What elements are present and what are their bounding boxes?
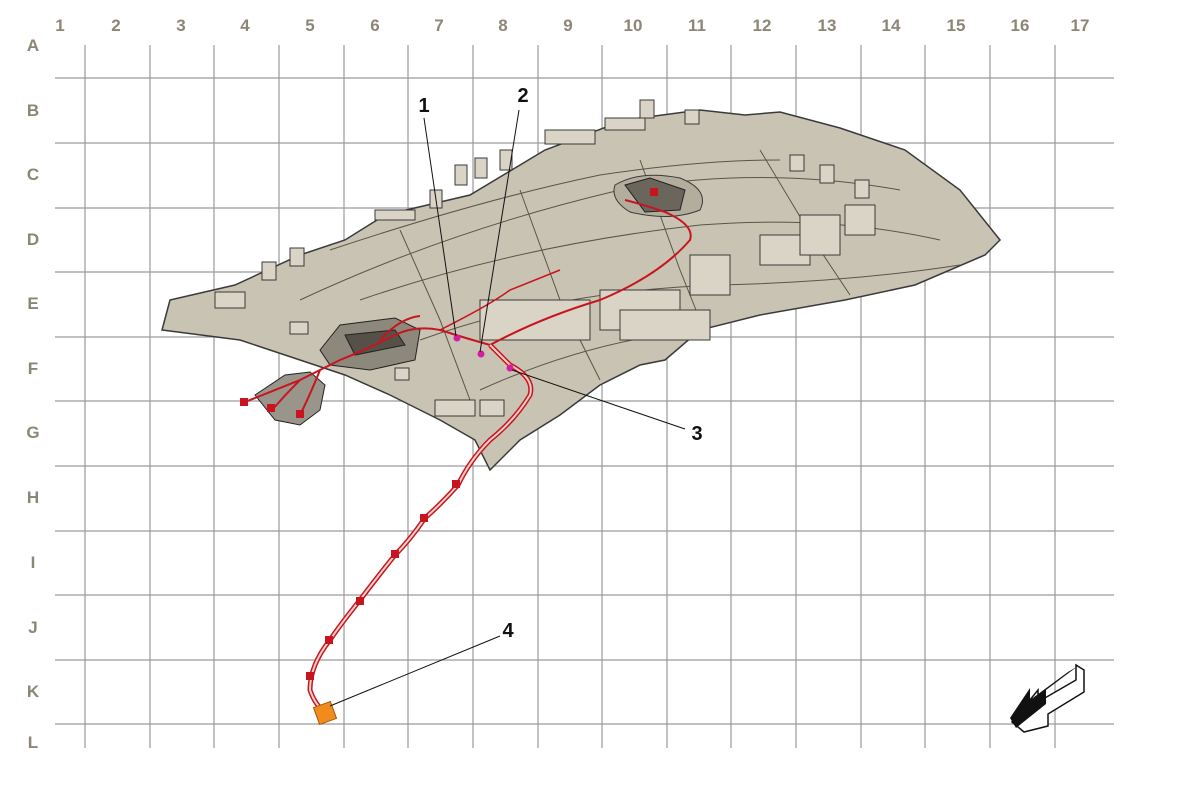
headliner-panel (161, 99, 1002, 472)
column-label: 8 (498, 16, 507, 35)
row-label: L (28, 733, 38, 752)
callout-1: 1 (418, 95, 429, 117)
row-label: D (27, 230, 39, 249)
callout-4: 4 (502, 620, 514, 642)
column-label: 12 (753, 16, 772, 35)
row-label: A (27, 36, 39, 55)
column-label: 9 (563, 16, 572, 35)
row-label: F (28, 359, 38, 378)
column-label: 2 (111, 16, 120, 35)
column-label: 13 (818, 16, 837, 35)
leader-lines (329, 109, 686, 707)
row-label: G (26, 423, 39, 442)
column-label: 15 (947, 16, 966, 35)
row-label: C (27, 165, 39, 184)
marker-2 (477, 350, 485, 358)
column-label: 17 (1071, 16, 1090, 35)
row-labels: A B C D E F G H I J K L (26, 36, 39, 752)
column-label: 4 (240, 16, 250, 35)
column-label: 6 (370, 16, 379, 35)
forward-direction-arrow-icon (1010, 663, 1085, 733)
row-label: I (31, 553, 36, 572)
column-label: 11 (688, 16, 706, 35)
column-label: 14 (882, 16, 901, 35)
callout-3: 3 (691, 423, 702, 445)
marker-1 (453, 334, 461, 342)
marker-3 (506, 364, 514, 372)
column-label: 16 (1011, 16, 1030, 35)
column-label: 1 (55, 16, 64, 35)
row-label: H (27, 488, 39, 507)
column-label: 10 (624, 16, 643, 35)
wiring-harness (244, 199, 692, 715)
column-label: 7 (434, 16, 443, 35)
callout-2: 2 (517, 85, 528, 107)
column-label: 3 (176, 16, 185, 35)
row-label: K (27, 682, 40, 701)
column-label: 5 (305, 16, 314, 35)
row-label: B (27, 101, 39, 120)
row-label: E (27, 294, 38, 313)
row-label: J (28, 618, 37, 637)
end-connector (312, 700, 338, 726)
harness-clips (240, 188, 658, 680)
